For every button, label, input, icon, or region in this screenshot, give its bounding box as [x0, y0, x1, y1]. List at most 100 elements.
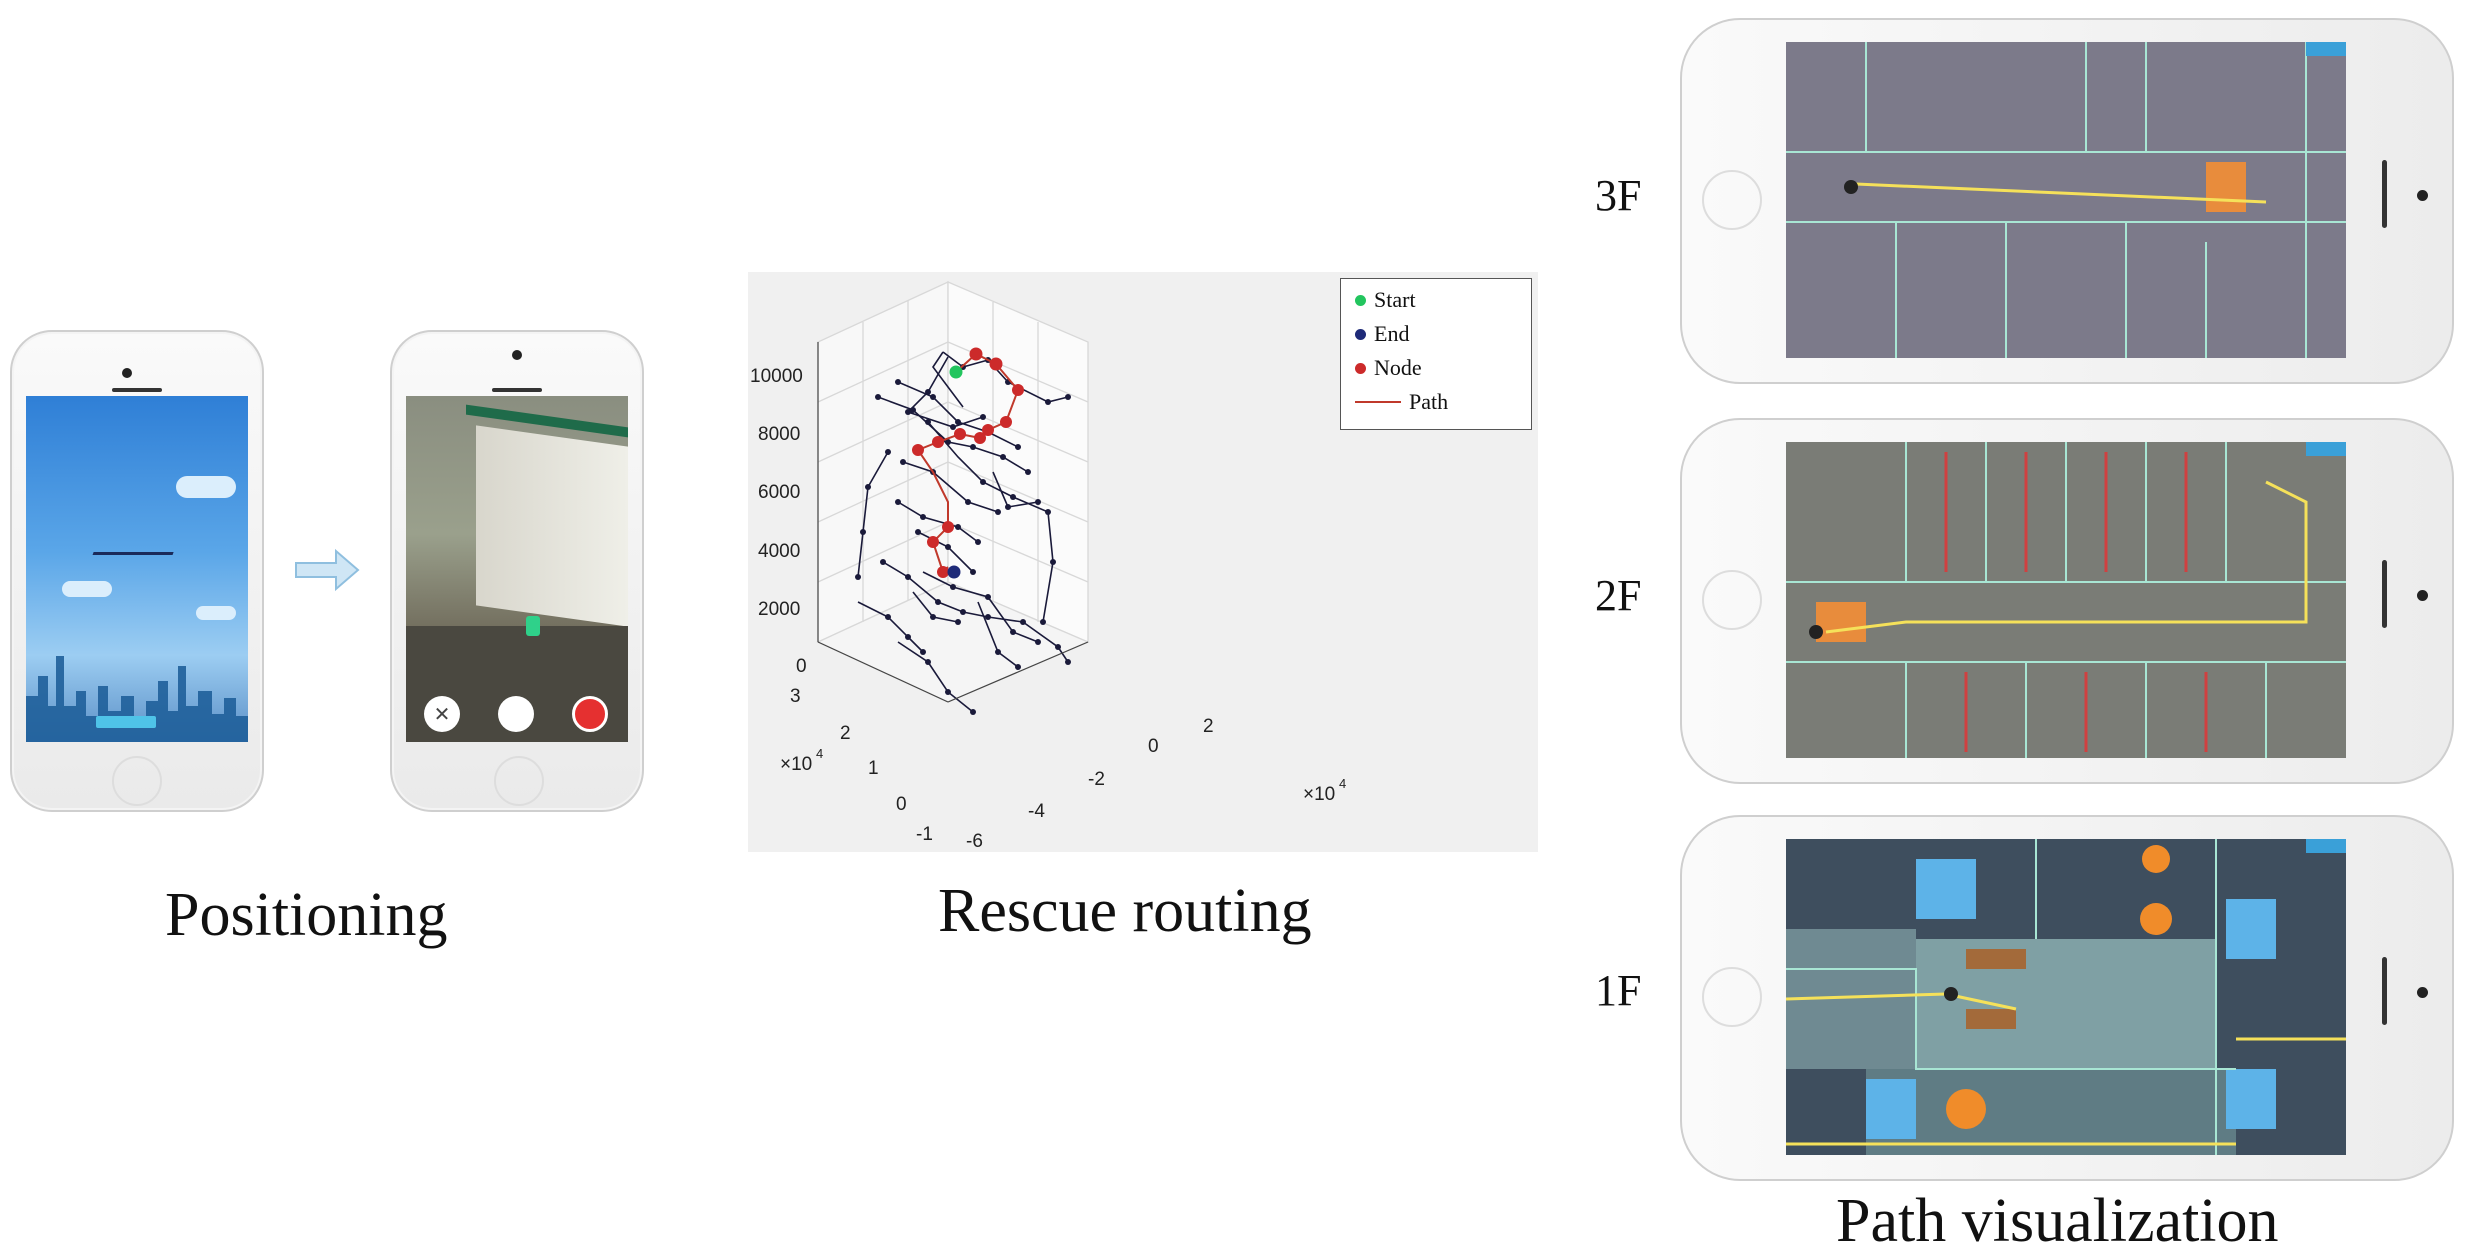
network-nodes [855, 357, 1071, 715]
phone-earpiece [2382, 957, 2387, 1025]
y-tick: 1 [868, 758, 879, 779]
floor-3f-map [1786, 42, 2346, 358]
location-marker [526, 616, 540, 636]
legend-item-node: Node [1355, 355, 1422, 381]
z-tick: 2000 [758, 599, 800, 620]
room-icon [2226, 1069, 2276, 1129]
x-tick: 2 [1203, 716, 1214, 737]
route-line [1825, 480, 2308, 634]
city-skyline-image [26, 656, 248, 742]
app-logo [92, 536, 180, 555]
splash-screen [26, 396, 248, 742]
room-icon [2226, 899, 2276, 959]
hazard-icon [1946, 1089, 1986, 1129]
stairs-icon [1966, 1009, 2016, 1029]
phone-speaker [2417, 987, 2428, 998]
rescue-path [912, 347, 1024, 579]
room-icon [1916, 859, 1976, 919]
right-arrow-icon [295, 548, 360, 592]
legend-label: Node [1374, 355, 1422, 380]
end-node [947, 565, 961, 579]
phone-speaker [512, 350, 522, 360]
caption-path-visualization: Path visualization [1836, 1187, 2279, 1255]
stairs-icon [1816, 602, 1866, 642]
z-tick: 8000 [758, 424, 800, 445]
z-axis-ticks: 10000 8000 6000 4000 2000 0 [750, 366, 807, 677]
home-button[interactable] [1702, 170, 1762, 230]
legend-label: Start [1374, 287, 1416, 312]
home-button[interactable] [112, 756, 162, 806]
corridor-wall [476, 425, 628, 627]
y-tick: 2 [840, 723, 851, 744]
route-line [1855, 182, 2267, 204]
start-marker-icon [1355, 294, 1366, 306]
end-marker-icon [1355, 328, 1366, 340]
x-exponent-power: 4 [1339, 776, 1346, 791]
room-icon [1866, 1079, 1916, 1139]
path-line-icon [1355, 401, 1401, 403]
z-tick: 10000 [750, 366, 803, 387]
hazard-icon [2140, 903, 2172, 935]
x-tick: -4 [1028, 801, 1045, 822]
floor-1f-map [1786, 839, 2346, 1155]
floor-badge [2306, 442, 2346, 456]
camera-screen: ✕ [406, 396, 628, 742]
floor-label-2f: 2F [1595, 571, 1642, 620]
floor-3f-plan [1786, 42, 2346, 358]
user-marker-icon [1844, 180, 1858, 194]
user-marker-icon [1809, 625, 1823, 639]
chart-legend: Start End Node Path [1340, 278, 1532, 430]
cloud-icon [176, 476, 236, 498]
z-tick: 4000 [758, 541, 800, 562]
route-line [1786, 992, 2346, 1146]
phone-floor-3f [1680, 18, 2454, 384]
phone-splash [10, 330, 264, 812]
phone-speaker [2417, 590, 2428, 601]
legend-item-end: End [1355, 321, 1409, 347]
legend-label: End [1374, 321, 1410, 346]
start-node [949, 365, 963, 379]
x-tick: -6 [966, 831, 983, 852]
x-tick: 0 [1148, 736, 1159, 757]
phone-earpiece [2382, 560, 2387, 628]
legend-item-path: Path [1355, 389, 1448, 415]
phone-earpiece [2382, 160, 2387, 228]
hazard-icon [2142, 845, 2170, 873]
close-button[interactable]: ✕ [424, 696, 460, 732]
floor-badge [2306, 42, 2346, 56]
z-tick: 0 [796, 656, 807, 677]
phone-earpiece [492, 388, 542, 392]
cloud-icon [62, 581, 112, 597]
floor-1f-plan [1786, 839, 2346, 1155]
caption-positioning: Positioning [165, 881, 448, 949]
y-axis-ticks: 3 2 1 0 -1 ×10 4 [780, 686, 933, 845]
camera-button[interactable] [498, 696, 534, 732]
stairs-icon [1966, 949, 2026, 969]
legend-label: Path [1409, 389, 1449, 414]
phone-earpiece [112, 388, 162, 392]
home-button[interactable] [494, 756, 544, 806]
node-marker-icon [1355, 362, 1366, 374]
floor-badge [2306, 839, 2346, 853]
home-button[interactable] [1702, 570, 1762, 630]
y-exponent: ×10 [780, 754, 812, 775]
user-marker-icon [1944, 987, 1958, 1001]
phone-floor-1f [1680, 815, 2454, 1181]
phone-floor-2f [1680, 418, 2454, 784]
floor-2f-map [1786, 442, 2346, 758]
axis-lines [817, 342, 1089, 703]
home-button[interactable] [1702, 967, 1762, 1027]
phone-camera: ✕ [390, 330, 644, 812]
record-button[interactable] [572, 696, 608, 732]
y-tick: 3 [790, 686, 801, 707]
y-tick: 0 [896, 794, 907, 815]
x-tick: -2 [1088, 769, 1105, 790]
routing-plot: 10000 8000 6000 4000 2000 0 3 2 1 0 -1 ×… [750, 280, 1346, 852]
caption-rescue-routing: Rescue routing [938, 877, 1312, 945]
cloud-icon [196, 606, 236, 620]
floor-label-3f: 3F [1595, 171, 1642, 220]
floor-2f-plan [1786, 442, 2346, 758]
y-exponent-power: 4 [816, 746, 823, 761]
floor-label-1f: 1F [1595, 966, 1642, 1015]
legend-item-start: Start [1355, 287, 1416, 313]
